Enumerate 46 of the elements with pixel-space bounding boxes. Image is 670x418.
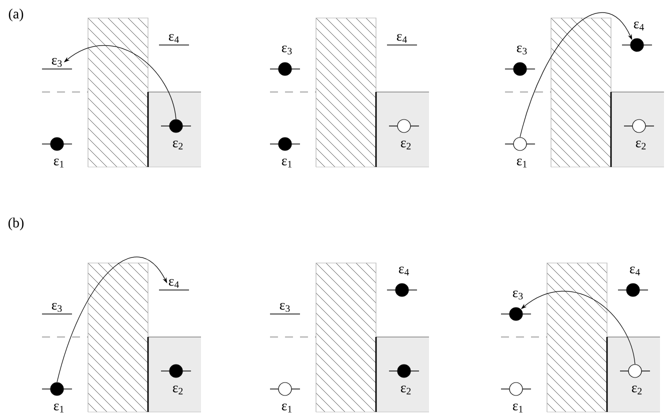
arrow <box>56 256 168 382</box>
level-label: ε$_{2}$ <box>636 140 646 150</box>
electron <box>388 364 420 378</box>
level-label: ε$_{3}$ <box>282 46 292 54</box>
electron <box>270 137 300 151</box>
empty-state <box>388 119 420 133</box>
level-label: ε$_{2}$ <box>172 386 183 394</box>
level-label: ε$_{1}$ <box>282 404 292 412</box>
level-label: ε$_{2}$ <box>632 386 642 394</box>
level-label: ε$_{2}$ <box>400 140 411 150</box>
empty-state <box>500 382 532 396</box>
empty-state <box>504 137 536 151</box>
level-label: ε$_{2}$ <box>172 140 183 150</box>
level-label: ε$_{3}$ <box>516 46 527 54</box>
level-label: ε$_{1}$ <box>54 158 64 168</box>
level-label: ε$_{1}$ <box>54 404 64 412</box>
electron <box>618 283 648 297</box>
empty-state <box>624 119 654 133</box>
energy-level: ε$_{3}$ <box>42 302 72 314</box>
electron <box>386 283 418 297</box>
level-label: ε$_{1}$ <box>516 158 527 168</box>
level-label: ε$_{3}$ <box>512 290 523 300</box>
panel-label: (b) <box>8 218 24 230</box>
level-label: ε$_{1}$ <box>282 158 292 168</box>
arrow <box>520 12 632 138</box>
level-label: ε$_{1}$ <box>512 404 523 412</box>
energy-level: ε$_{4}$ <box>386 34 418 46</box>
electron <box>500 307 532 321</box>
electron <box>622 38 652 52</box>
panel-label: (a) <box>8 8 24 22</box>
energy-level: ε$_{4}$ <box>158 34 190 46</box>
level-label: ε$_{4}$ <box>634 22 644 30</box>
electron <box>42 137 72 151</box>
energy-level: ε$_{3}$ <box>270 302 300 314</box>
electron <box>160 364 192 378</box>
electron <box>160 119 192 133</box>
energy-level: ε$_{3}$ <box>42 58 72 70</box>
level-label: ε$_{4}$ <box>398 266 409 276</box>
electron <box>270 62 300 76</box>
empty-state <box>620 364 650 378</box>
empty-state <box>270 382 300 396</box>
level-label: ε$_{4}$ <box>630 266 640 276</box>
energy-level: ε$_{4}$ <box>158 279 190 290</box>
electron <box>504 62 536 76</box>
electron <box>42 382 72 396</box>
level-label: ε$_{2}$ <box>400 386 411 394</box>
